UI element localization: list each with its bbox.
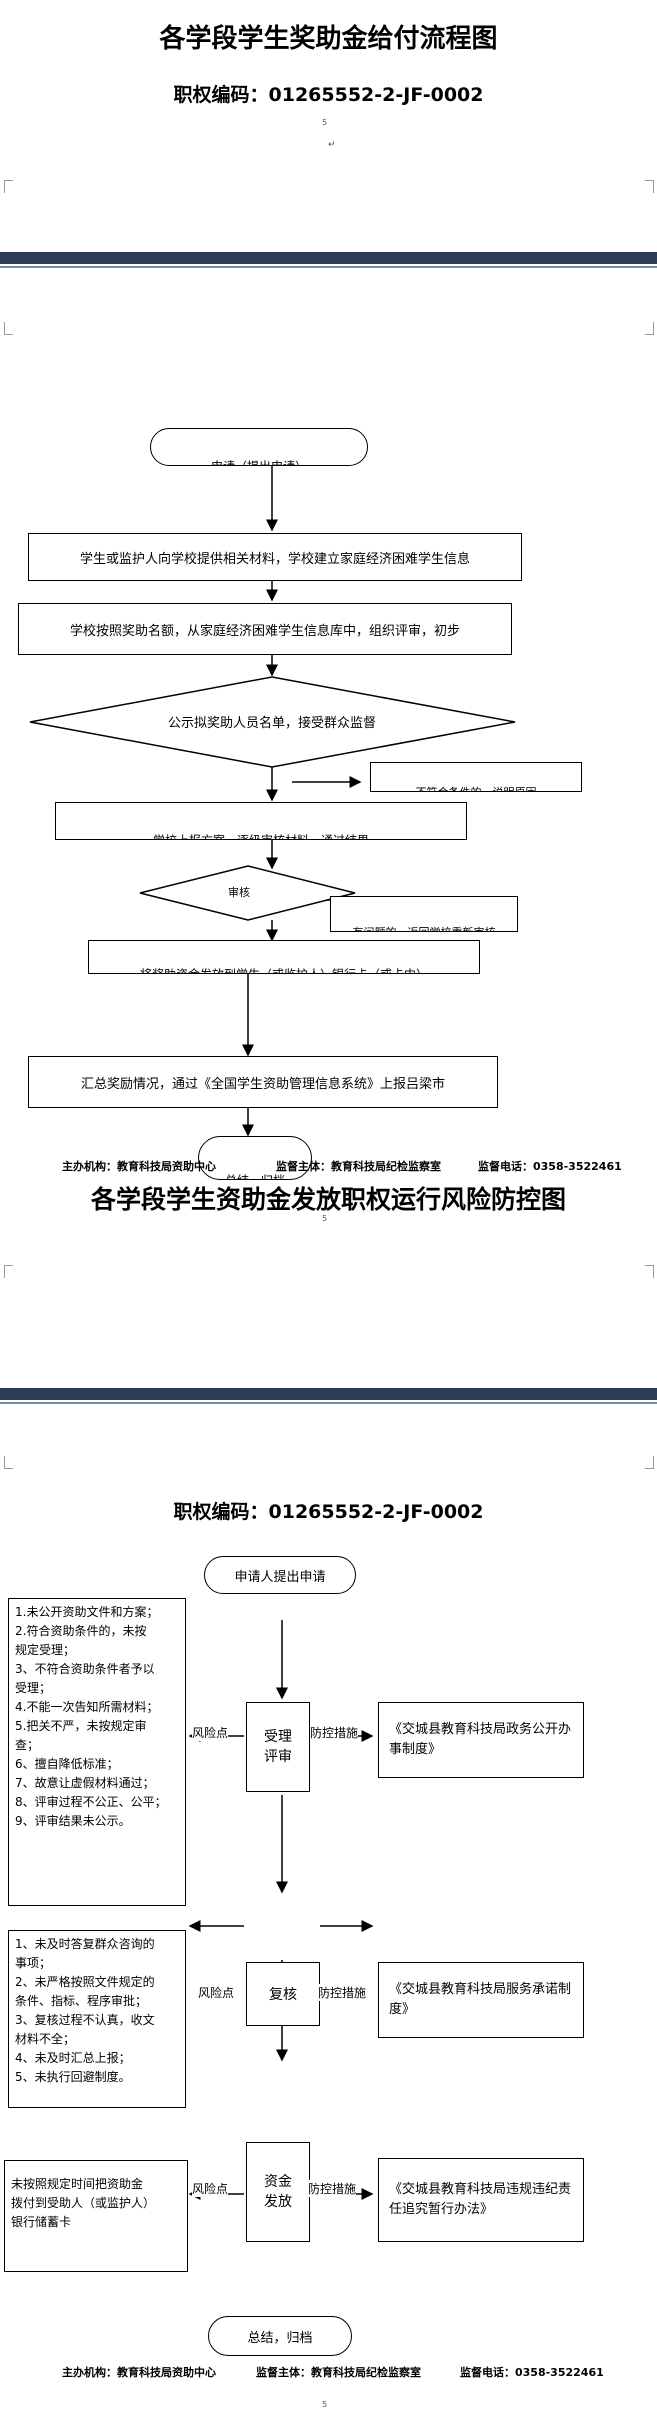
risk-list-disbursement: 未按照规定时间把资助金拨付到受助人（或监护人）银行储蓄卡 (4, 2160, 188, 2272)
flow2-start: 申请人提出申请 (204, 1556, 356, 1594)
page-corner-mark (645, 1265, 654, 1278)
risk-label-3: 风险点 (192, 2180, 229, 2197)
page-corner-mark (645, 1456, 654, 1469)
flow1-end: 总结，归档 (198, 1136, 312, 1180)
page2-number: 5 (322, 1214, 328, 1223)
page3-number: 5 (322, 2400, 328, 2409)
flow1-start: 申请（提出申请） (150, 428, 368, 466)
flow1-side-reject: 不符合条件的，说明原因 (370, 762, 582, 792)
review-decision-diamond (139, 865, 356, 921)
page-corner-mark (645, 180, 654, 193)
control-box-recheck: 《交城县教育科技局服务承诺制度》 (378, 1962, 584, 2038)
risk-label-2: 风险点 (198, 1984, 235, 2001)
page-corner-mark (4, 322, 13, 335)
flow2-stage-recheck: 复核 (246, 1962, 320, 2026)
page-divider (0, 1388, 657, 1400)
authority-code-2: 职权编码：01265552-2-JF-0002 (173, 1501, 484, 1523)
footer2-supervisor: 监督主体：教育科技局纪检监察室 (256, 2366, 421, 2379)
control-label-2: 防控措施 (318, 1984, 367, 2001)
flow2-stage-disbursement: 资金 发放 (246, 2142, 310, 2242)
footer2-org: 主办机构：教育科技局资助中心 (62, 2366, 216, 2379)
page-divider (0, 266, 657, 268)
risk-label-1: 风险点 (192, 1724, 229, 1741)
flowchart-1-connectors (29, 465, 516, 1137)
flow2-end: 总结，归档 (208, 2316, 352, 2356)
footer-supervisor: 监督主体：教育科技局纪检监察室 (276, 1160, 441, 1173)
page-corner-mark (645, 322, 654, 335)
risk-list-recheck: 1、未及时答复群众咨询的事项；2、未严格按照文件规定的 条件、指标、程序审批；3… (8, 1930, 186, 2108)
page-divider (0, 1402, 657, 1404)
page-corner-mark (4, 1265, 13, 1278)
return-mark: ↵ (328, 140, 336, 150)
flow1-step-disburse: 将奖助资金发放到学生（或监护人）银行卡（或卡中） (88, 940, 480, 974)
control-box-acceptance: 《交城县教育科技局政务公开办事制度》 (378, 1702, 584, 1778)
page-number: 5 (322, 118, 328, 127)
flow1-step-publicity: 公示拟奖助人员名单，接受群众监督 (167, 716, 376, 731)
flow1-side-return: 有问题的，返回学校重新审核 (330, 896, 518, 932)
page-title: 各学段学生奖助金给付流程图 (159, 24, 498, 54)
flow2-stage-acceptance: 受理 评审 (246, 1702, 310, 1792)
flow1-step-submit-materials: 学生或监护人向学校提供相关材料，学校建立家庭经济困难学生信息 (28, 533, 522, 581)
risk-list-acceptance: 1.未公开资助文件和方案；2.符合资助条件的，未按规定受理； 3、不符合资助条件… (8, 1598, 186, 1906)
footer-phone: 监督电话：0358-3522461 (478, 1160, 622, 1173)
control-label-3: 防控措施 (308, 2180, 357, 2197)
flow1-step-review: 审核 (228, 886, 250, 899)
authority-code: 职权编码：01265552-2-JF-0002 (173, 84, 484, 106)
page-corner-mark (4, 1456, 13, 1469)
footer2-phone: 监督电话：0358-3522461 (460, 2366, 604, 2379)
flow1-step-school-review: 学校按照奖助名额，从家庭经济困难学生信息库中，组织评审，初步 (18, 603, 512, 655)
publicity-decision-diamond (29, 676, 516, 768)
flow1-step-summary: 汇总奖励情况，通过《全国学生资助管理信息系统》上报吕梁市 (28, 1056, 498, 1108)
control-label-1: 防控措施 (310, 1724, 359, 1741)
page2-title: 各学段学生资助金发放职权运行风险防控图 (90, 1185, 566, 1214)
page-divider (0, 252, 657, 264)
page-corner-mark (4, 180, 13, 193)
footer-org: 主办机构：教育科技局资助中心 (62, 1160, 216, 1173)
flow1-step-report: 学校上报方案，逐级审核材料，通过结果 (55, 802, 467, 840)
control-box-disbursement: 《交城县教育科技局违规违纪责任追究暂行办法》 (378, 2158, 584, 2242)
